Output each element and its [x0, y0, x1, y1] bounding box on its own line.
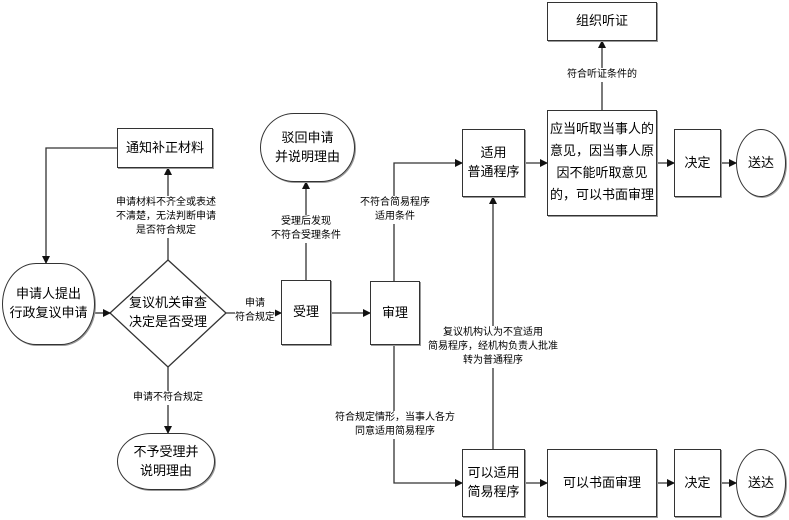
apply-node: 申请人提出 行政复议申请	[2, 263, 95, 345]
label-incomplete: 申请材料不齐全或表述 不清楚，无法判断申请 是否符合规定	[116, 196, 216, 238]
review-node: 审理	[370, 281, 420, 345]
hearing-opinion-node: 应当听取当事人的 意见，因当事人原 因不能听取意见 的，可以书面审理	[547, 110, 657, 216]
label-found-after-accept: 受理后发现 不符合受理条件	[271, 215, 341, 243]
arrow-review-to-general	[393, 159, 463, 281]
label-compliant: 申请 符合规定	[235, 297, 275, 325]
simple-procedure-node: 可以适用 简易程序	[462, 449, 525, 517]
label-agree-simple: 符合规定情形，当事人各方 同意适用简易程序	[335, 411, 455, 439]
decision-bottom-node: 决定	[674, 449, 721, 517]
arrow-review-to-simple	[393, 345, 463, 487]
deliver-bottom-node: 送达	[736, 449, 786, 517]
deliver-top-node: 送达	[736, 129, 786, 197]
reject-no-accept-node: 不予受理并 说明理由	[117, 433, 215, 490]
written-review-node: 可以书面审理	[547, 449, 657, 517]
label-hearing-condition: 符合听证条件的	[567, 68, 637, 82]
label-noncompliant: 申请不符合规定	[133, 391, 203, 405]
accept-node: 受理	[281, 280, 331, 345]
arrow-notify-to-apply	[42, 147, 117, 264]
label-not-simple: 不符合简易程序 适用条件	[360, 196, 430, 224]
dismiss-node: 驳回申请 并说明理由	[260, 113, 355, 182]
notify-supplement-node: 通知补正材料	[117, 128, 213, 168]
decide-accept-node: 复议机关审查 决定是否受理	[128, 296, 207, 330]
organize-hearing-node: 组织听证	[547, 2, 657, 41]
general-procedure-node: 适用 普通程序	[462, 129, 525, 197]
decision-top-node: 决定	[674, 129, 721, 197]
label-convert: 复议机构认为不宜适用 简易程序，经机构负责人批准 转为普通程序	[428, 326, 558, 368]
